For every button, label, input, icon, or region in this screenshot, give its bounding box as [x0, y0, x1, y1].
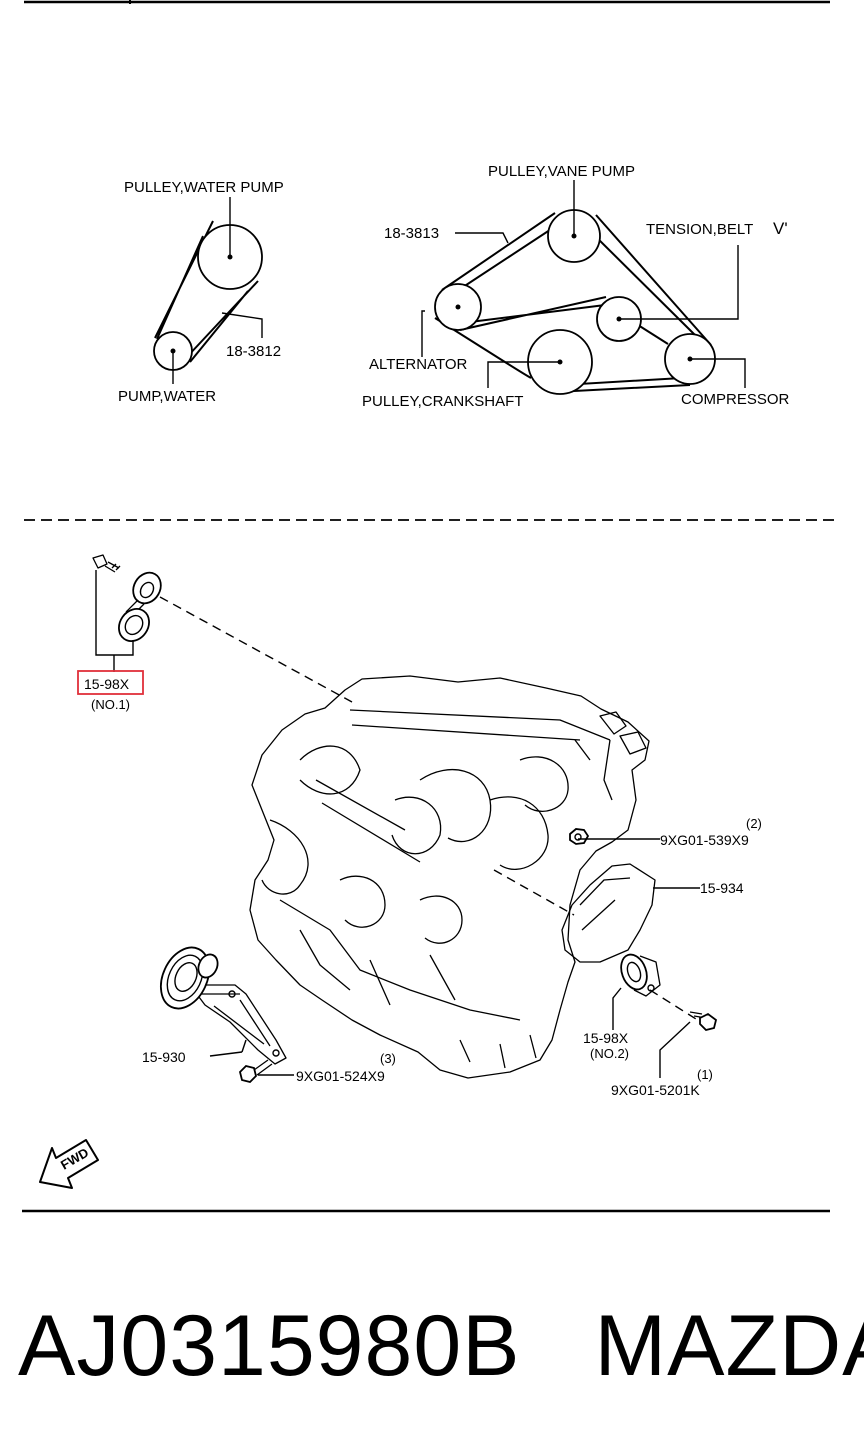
fwd-arrow-icon: FWD — [39, 1139, 99, 1189]
label-tensioner-no1-part: 15-98X — [84, 676, 130, 692]
label-nut-2-index: (2) — [746, 816, 762, 831]
label-compressor: COMPRESSOR — [681, 391, 790, 408]
label-tensioner-no2-part: 15-98X — [583, 1030, 629, 1046]
footer-part-number: AJ0315980B — [18, 1298, 521, 1394]
engine-block — [249, 675, 650, 1079]
bolt-9xg01-5201k — [689, 1011, 718, 1031]
timing-belt-cover — [561, 863, 656, 963]
engine-exploded-view: 15-98X (NO.1) 15-930 (3) 9XG01-524X9 — [39, 554, 762, 1189]
label-pulley-vane-pump: PULLEY,VANE PUMP — [488, 163, 635, 180]
water-pump-belt-diagram: PULLEY,WATER PUMP 18-3812 PUMP,WATER — [118, 179, 284, 405]
label-bolt-1-index: (1) — [697, 1067, 713, 1082]
label-cover-part: 15-934 — [700, 880, 744, 896]
label-alternator: ALTERNATOR — [369, 356, 468, 373]
tensioner-no2 — [620, 953, 661, 997]
label-bolt-1-part: 9XG01-5201K — [611, 1082, 700, 1098]
tensioner-no1-highlight — [77, 670, 144, 695]
label-belt-18-3812: 18-3812 — [226, 343, 281, 360]
footer-brand: MAZDA — [594, 1298, 864, 1394]
label-pulley-water-pump: PULLEY,WATER PUMP — [124, 179, 284, 196]
tensioner-no1-assembly — [92, 554, 162, 642]
label-nut-2-part: 9XG01-539X9 — [660, 832, 749, 848]
label-tension-belt-suffix: V' — [773, 219, 788, 238]
nut-9xg01-539x9 — [569, 828, 590, 845]
label-pump-water: PUMP,WATER — [118, 388, 216, 405]
label-idler-bracket-part: 15-930 — [142, 1049, 186, 1065]
label-tension-belt: TENSION,BELT — [646, 221, 753, 238]
label-tensioner-no1-note: (NO.1) — [91, 697, 130, 712]
label-pulley-crankshaft: PULLEY,CRANKSHAFT — [362, 393, 523, 410]
part-number-footer: AJ0315980B MAZDA — [18, 1296, 864, 1396]
idler-pulley-bracket — [160, 946, 287, 1065]
label-bolt-3-part: 9XG01-524X9 — [296, 1068, 385, 1084]
bolt-9xg01-524x9 — [239, 1059, 273, 1083]
accessory-belt-diagram: PULLEY,VANE PUMP 18-3813 TENSION,BELT V'… — [362, 163, 790, 410]
label-tensioner-no2-note: (NO.2) — [590, 1046, 629, 1061]
label-bolt-3-index: (3) — [380, 1051, 396, 1066]
label-belt-18-3813: 18-3813 — [384, 225, 439, 242]
